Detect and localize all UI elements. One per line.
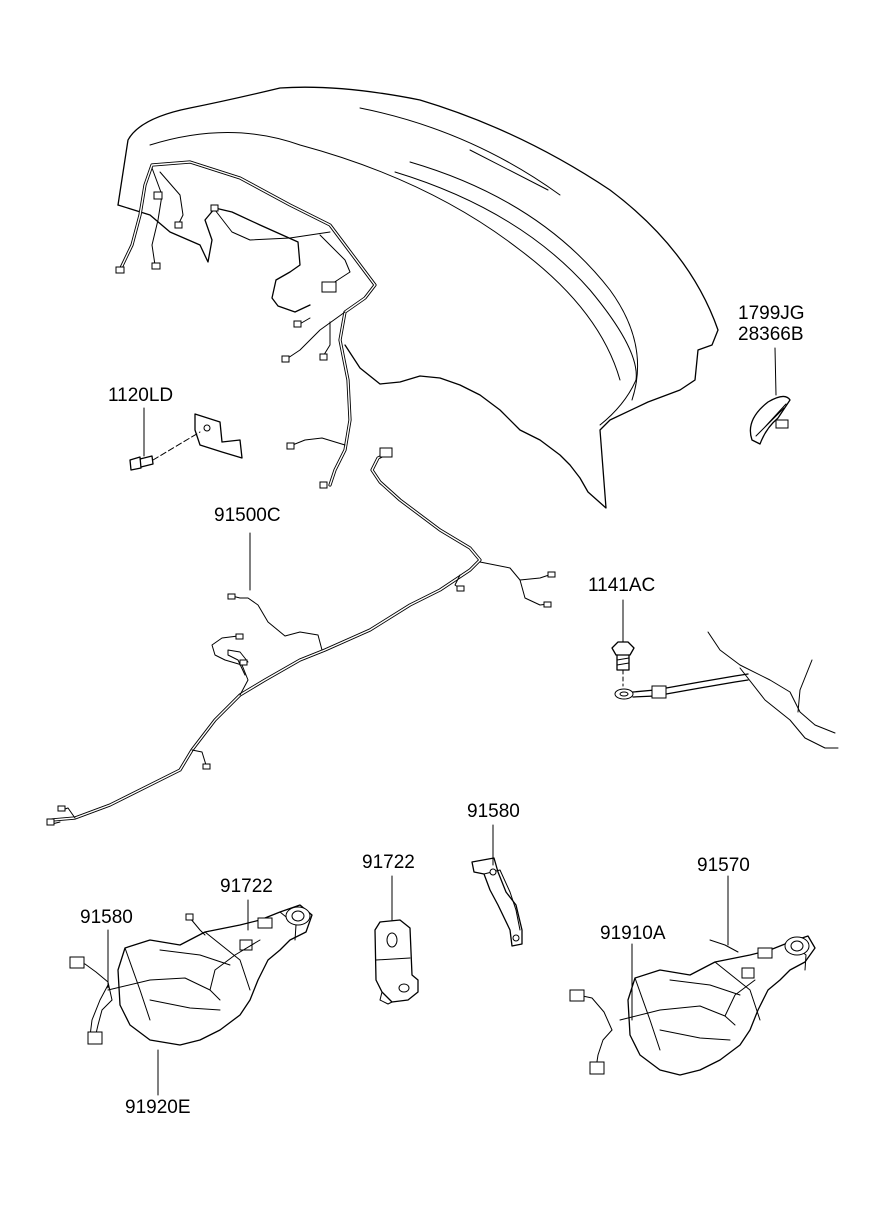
clip-1799jg <box>749 347 791 445</box>
bolt-1120ld <box>129 407 243 471</box>
part-label-1141ac: 1141AC <box>588 575 656 596</box>
part-label-91920e: 91920E <box>125 1097 191 1118</box>
ground-cable-1141ac <box>611 599 839 749</box>
part-label-91722-bracket: 91722 <box>362 852 415 873</box>
part-label-1799jg: 1799JG <box>738 303 805 324</box>
dash-harness <box>115 160 377 489</box>
bracket-91722 <box>374 875 419 1005</box>
part-label-1120ld: 1120LD <box>108 385 174 406</box>
part-label-91580-transmission: 91580 <box>80 907 133 928</box>
part-label-91910a: 91910A <box>600 923 666 944</box>
part-label-91570: 91570 <box>697 855 750 876</box>
transmission-left <box>69 899 313 1096</box>
floor-harness-91500c <box>46 447 556 826</box>
part-label-91500c: 91500C <box>214 505 281 526</box>
bracket-91580 <box>471 824 523 947</box>
dashboard-panel <box>117 86 719 509</box>
part-label-91722-transmission: 91722 <box>220 876 273 897</box>
transmission-right <box>569 875 816 1076</box>
part-label-28366b: 28366B <box>738 324 804 345</box>
part-label-91580-bracket: 91580 <box>467 801 520 822</box>
